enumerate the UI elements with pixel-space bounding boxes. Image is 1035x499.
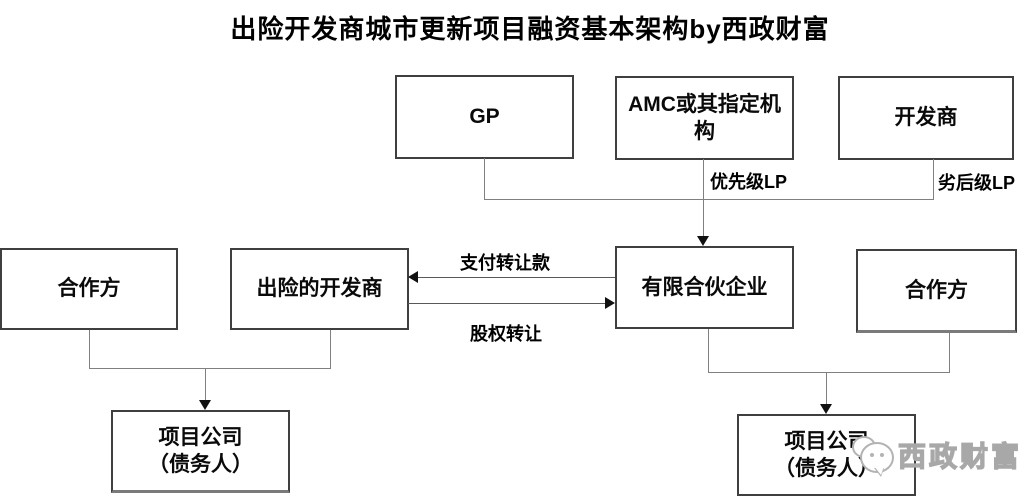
- node-project-company-left-line2: （债务人）: [148, 453, 253, 476]
- arrowhead-into-limited-partnership: [697, 236, 709, 246]
- node-partner-right: 合作方: [856, 249, 1017, 333]
- edge-equity-transfer-line: [408, 303, 606, 304]
- node-amc-label: AMC或其指定机构: [628, 92, 781, 143]
- connector-partner-right-stub: [949, 333, 950, 372]
- wechat-bubble-icon: [850, 432, 898, 478]
- connector-bottom-right-rail: [708, 372, 950, 373]
- arrowhead-equity-into-partnership: [605, 297, 615, 309]
- node-limited-partnership-label: 有限合伙企业: [641, 275, 768, 299]
- connector-right-down-arrow-line: [826, 372, 827, 405]
- node-limited-partnership: 有限合伙企业: [615, 246, 794, 329]
- connector-top-rail: [484, 199, 934, 200]
- edge-label-junior-lp: 劣后级LP: [938, 173, 1016, 193]
- diagram-title: 出险开发商城市更新项目融资基本架构by西政财富: [230, 14, 830, 44]
- arrowhead-into-project-company-right: [820, 404, 832, 414]
- watermark: 西政财富: [850, 432, 1022, 478]
- node-distressed-developer: 出险的开发商: [230, 248, 409, 330]
- connector-partnership-stub: [708, 329, 709, 372]
- connector-distressed-stub: [330, 330, 331, 368]
- connector-partner-left-stub: [89, 330, 90, 368]
- edge-payment-transfer-line: [416, 277, 615, 278]
- edge-label-payment-transfer: 支付转让款: [460, 253, 550, 273]
- node-developer: 开发商: [838, 76, 1014, 160]
- edge-label-senior-lp: 优先级LP: [710, 172, 788, 192]
- connector-amc-stub: [703, 159, 704, 237]
- arrowhead-payment-into-distressed: [408, 271, 418, 283]
- connector-gp-stub: [484, 158, 485, 199]
- node-amc: AMC或其指定机构: [615, 76, 794, 160]
- node-project-company-left-line1: 项目公司: [158, 425, 243, 449]
- connector-developer-stub: [933, 159, 934, 200]
- node-partner-left: 合作方: [0, 248, 178, 330]
- connector-left-down-arrow-line: [205, 368, 206, 401]
- node-project-company-right-line1: 项目公司: [784, 429, 869, 453]
- node-gp-label: GP: [469, 105, 500, 129]
- node-project-company-left: 项目公司 （债务人）: [111, 410, 290, 493]
- connector-bottom-left-rail: [89, 368, 331, 369]
- node-developer-label: 开发商: [894, 106, 958, 130]
- node-distressed-developer-label: 出险的开发商: [256, 277, 383, 301]
- node-project-company-right-line2: （债务人）: [774, 457, 879, 480]
- node-partner-right-label: 合作方: [905, 278, 968, 302]
- arrowhead-into-project-company-left: [199, 400, 211, 410]
- watermark-text: 西政财富: [897, 440, 1023, 472]
- node-gp: GP: [395, 75, 574, 159]
- node-partner-left-label: 合作方: [57, 277, 121, 301]
- edge-label-equity-transfer: 股权转让: [470, 324, 542, 344]
